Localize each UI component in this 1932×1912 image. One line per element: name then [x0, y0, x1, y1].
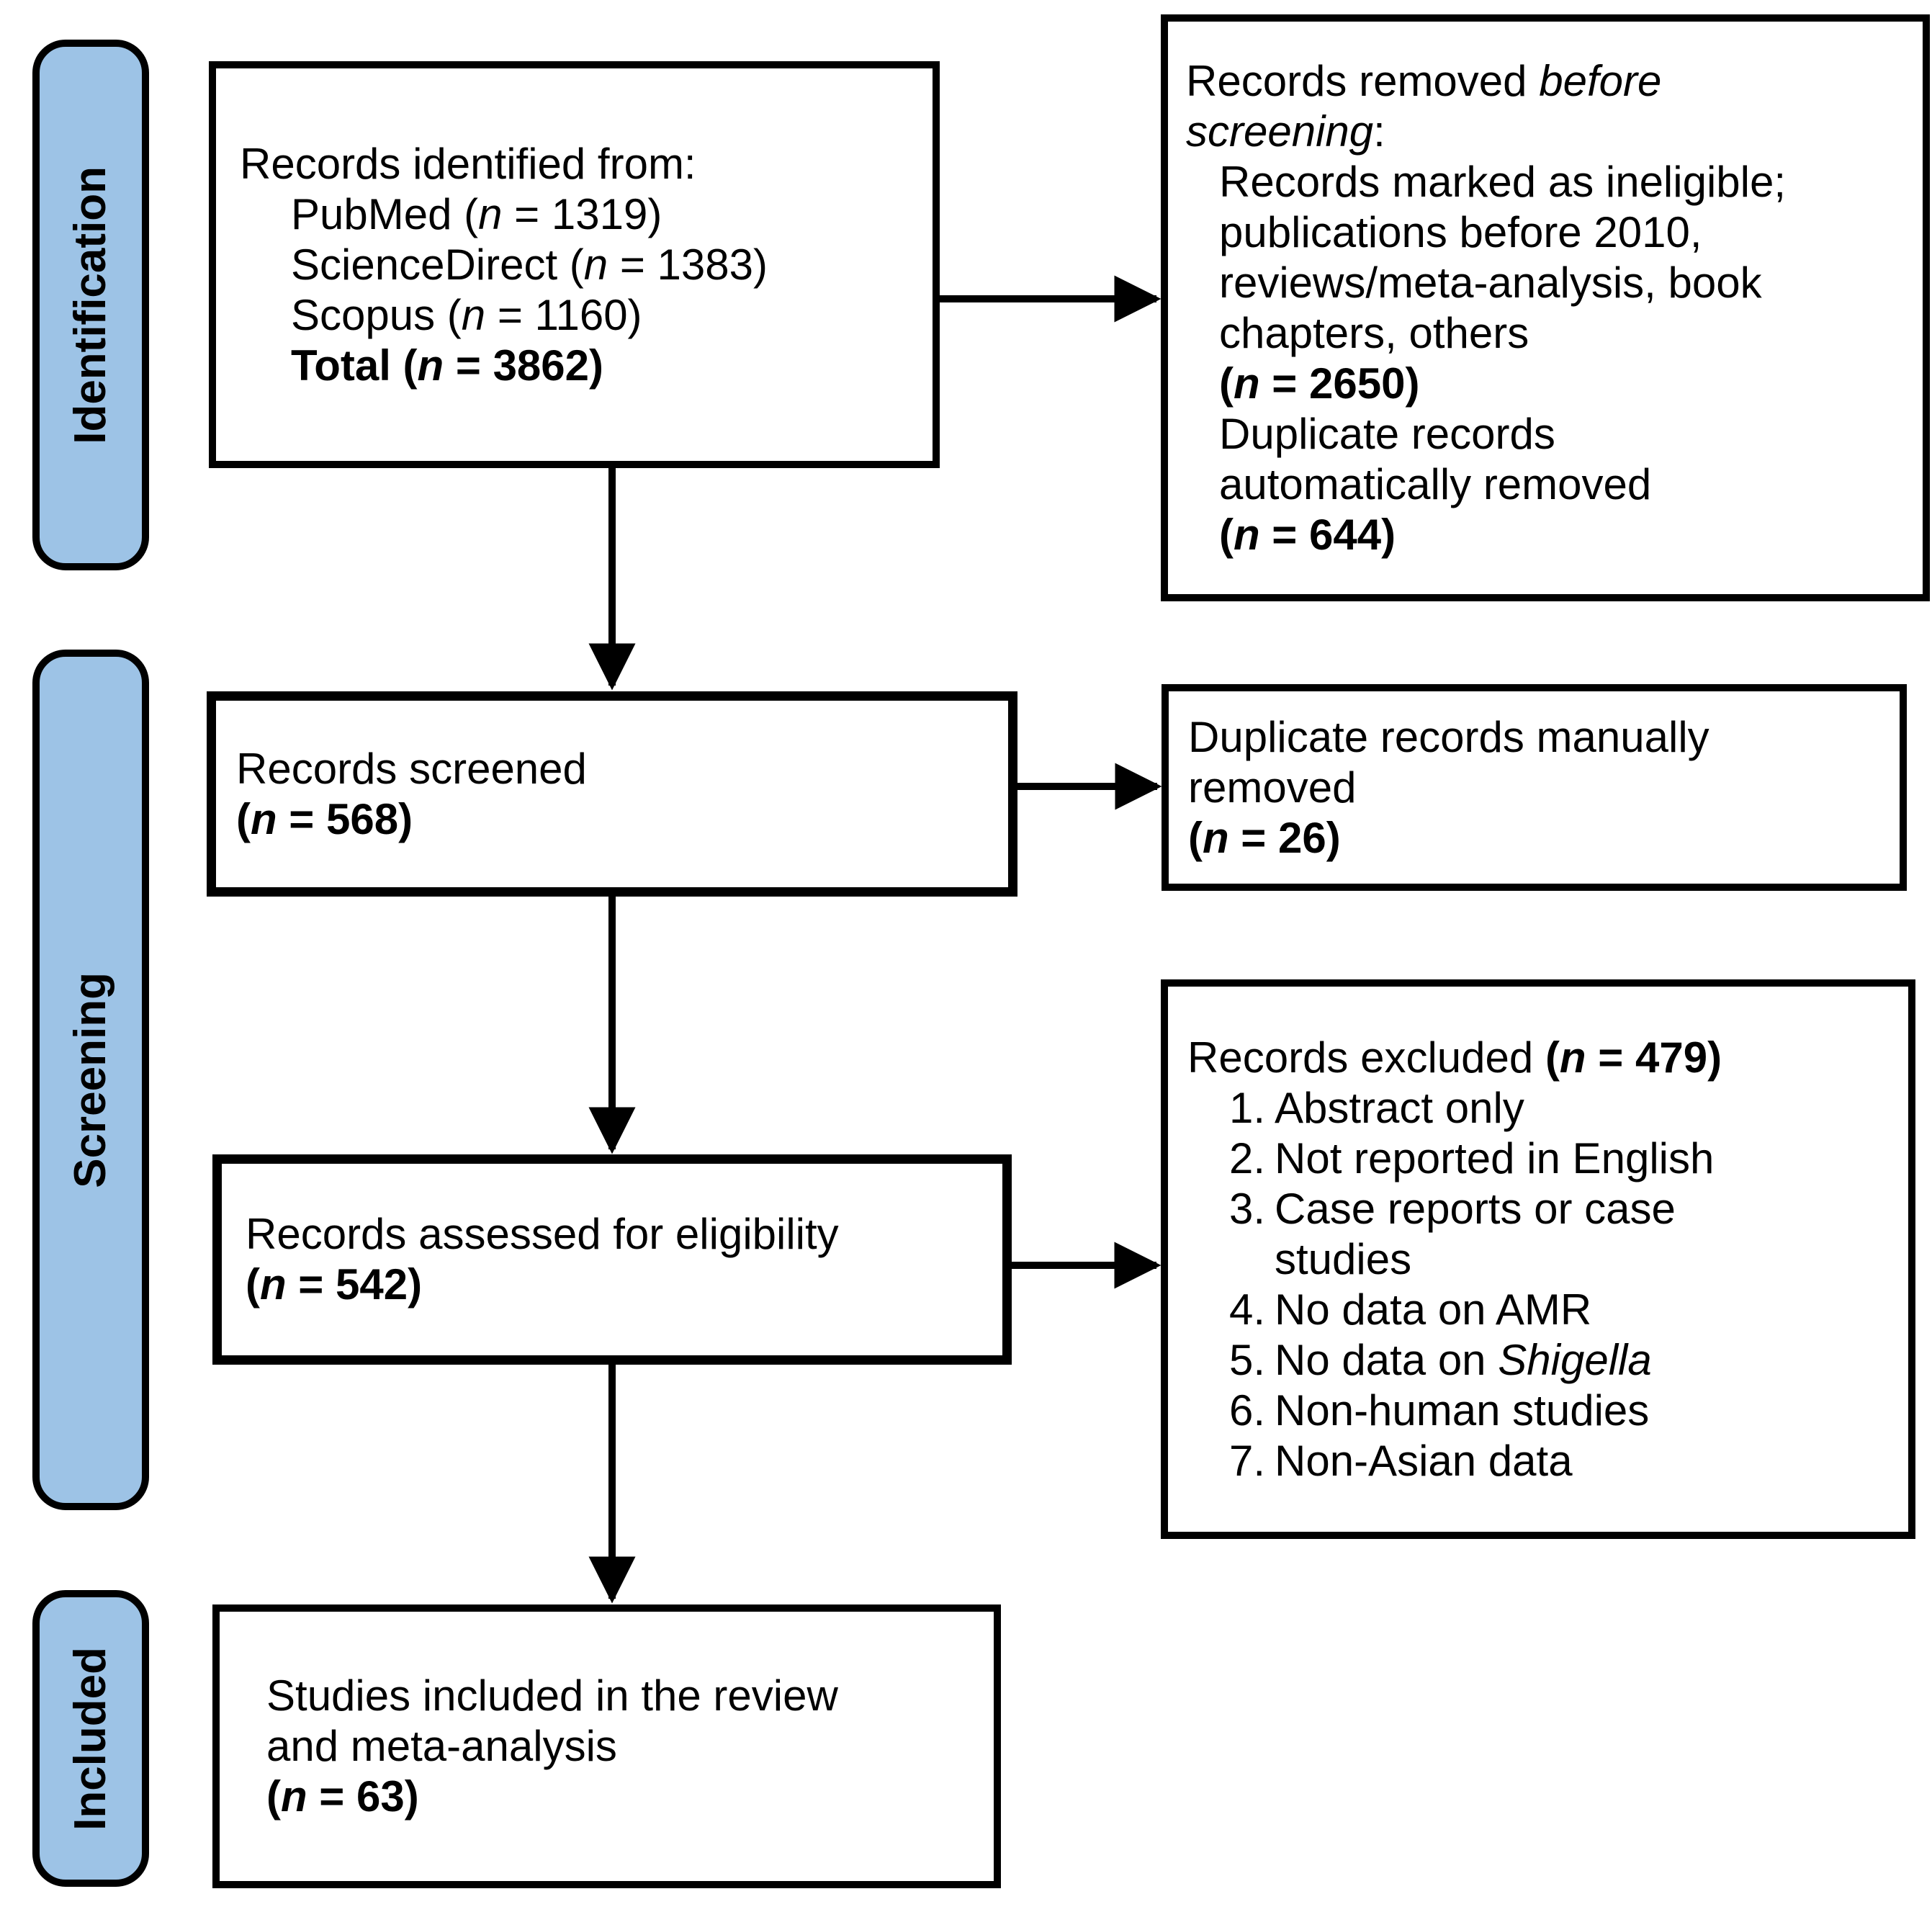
- text-line: Scopus (n = 1160): [291, 290, 642, 339]
- stage-screening-label: Screening: [66, 971, 115, 1188]
- excluded-item-number: 5.: [1229, 1335, 1266, 1384]
- text-line: automatically removed: [1219, 459, 1652, 508]
- box-records-assessed-text: Records assessed for eligibility(n = 542…: [222, 1209, 1026, 1310]
- text-line: (n = 26): [1188, 813, 1341, 862]
- text-line: and meta-analysis: [266, 1722, 617, 1770]
- box-records-screened: Records screened(n = 568): [207, 691, 1017, 897]
- text-line: reviews/meta-analysis, book: [1219, 258, 1762, 307]
- text-line: ScienceDirect (n = 1383): [291, 240, 768, 289]
- excluded-item: 4.No data on AMR: [1229, 1285, 1928, 1335]
- box-records-excluded-content: Records excluded (n = 479) 1.Abstract on…: [1168, 1033, 1932, 1486]
- excluded-item-text: No data on AMR: [1275, 1285, 1592, 1334]
- excluded-item-number: 1.: [1229, 1083, 1266, 1132]
- stage-identification: Identification: [32, 40, 149, 570]
- excluded-item: 2.Not reported in English: [1229, 1134, 1928, 1184]
- excluded-item-number: 3.: [1229, 1184, 1266, 1233]
- excluded-item-text: Non-human studies: [1275, 1386, 1650, 1435]
- text-line: (n = 644): [1219, 510, 1396, 559]
- box-records-excluded: Records excluded (n = 479) 1.Abstract on…: [1161, 979, 1915, 1539]
- text-line: Records identified from:: [240, 139, 696, 188]
- text-line: screening:: [1186, 107, 1385, 156]
- text-line: Duplicate records: [1219, 409, 1555, 458]
- box-records-identified: Records identified from:PubMed (n = 1319…: [209, 61, 940, 468]
- text-line: (n = 63): [266, 1772, 419, 1821]
- stage-identification-label: Identification: [66, 166, 115, 444]
- excluded-item: 6.Non-human studies: [1229, 1386, 1928, 1436]
- excluded-item: 5.No data on Shigella: [1229, 1335, 1928, 1386]
- excluded-item-text: No data on Shigella: [1275, 1335, 1652, 1384]
- excluded-item: 1.Abstract only: [1229, 1083, 1928, 1134]
- stage-screening: Screening: [32, 650, 149, 1510]
- text-line: chapters, others: [1219, 308, 1529, 357]
- text-line: Records assessed for eligibility: [246, 1210, 839, 1258]
- text-line: Records removed before: [1186, 56, 1662, 105]
- text-line: removed: [1188, 763, 1357, 812]
- text-line: Records screened: [236, 744, 587, 793]
- text-line: (n = 568): [236, 794, 413, 843]
- box-records-identified-text: Records identified from:PubMed (n = 1319…: [216, 139, 956, 391]
- stage-included: Included: [32, 1590, 149, 1887]
- excluded-item-number: 6.: [1229, 1386, 1266, 1435]
- excluded-item-number: 7.: [1229, 1436, 1266, 1485]
- text-line: publications before 2010,: [1219, 207, 1702, 256]
- text-line: Studies included in the review: [266, 1671, 838, 1720]
- box-records-screened-text: Records screened(n = 568): [216, 744, 1028, 845]
- excluded-item-number: 4.: [1229, 1285, 1266, 1334]
- text-line: Duplicate records manually: [1188, 712, 1709, 761]
- excluded-item-text: Non-Asian data: [1275, 1436, 1573, 1485]
- text-line: Records marked as ineligible;: [1219, 157, 1787, 206]
- excluded-item: 7.Non-Asian data: [1229, 1436, 1928, 1486]
- text-line: PubMed (n = 1319): [291, 189, 662, 238]
- stage-included-label: Included: [66, 1646, 115, 1831]
- records-excluded-title: Records excluded (n = 479): [1187, 1033, 1722, 1082]
- excluded-item-text: Not reported in English: [1275, 1134, 1715, 1182]
- text-line: (n = 2650): [1219, 359, 1420, 408]
- box-records-assessed: Records assessed for eligibility(n = 542…: [212, 1154, 1012, 1365]
- excluded-item-text: Abstract only: [1275, 1083, 1524, 1132]
- text-line: Total (n = 3862): [291, 341, 604, 390]
- text-line: (n = 542): [246, 1260, 423, 1309]
- excluded-item-number: 2.: [1229, 1134, 1266, 1182]
